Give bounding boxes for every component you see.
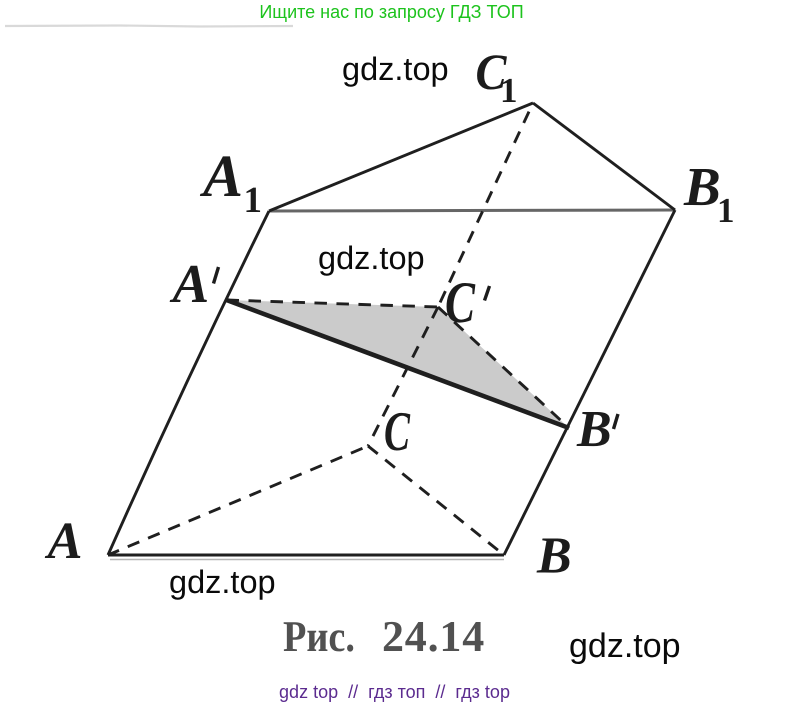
svg-text:B: B xyxy=(576,401,612,458)
svg-text:B: B xyxy=(536,528,572,585)
svg-text:A: A xyxy=(199,143,243,209)
svg-text:1: 1 xyxy=(500,71,518,110)
svg-text:24.14: 24.14 xyxy=(382,612,485,661)
svg-text:Рис.: Рис. xyxy=(283,612,355,661)
svg-text:gdz.top: gdz.top xyxy=(342,51,449,87)
svg-text:1: 1 xyxy=(244,180,263,221)
svg-text:C: C xyxy=(384,401,410,463)
svg-text:gdz.top: gdz.top xyxy=(569,627,681,665)
svg-text:A: A xyxy=(170,253,210,314)
svg-text:1: 1 xyxy=(717,191,735,230)
svg-text:C: C xyxy=(476,45,508,101)
svg-text:gdz.top: gdz.top xyxy=(318,240,425,276)
svg-text:gdz.top: gdz.top xyxy=(169,564,276,600)
svg-text:B: B xyxy=(683,156,721,217)
svg-text:C: C xyxy=(445,269,475,335)
svg-text:A: A xyxy=(45,512,83,570)
